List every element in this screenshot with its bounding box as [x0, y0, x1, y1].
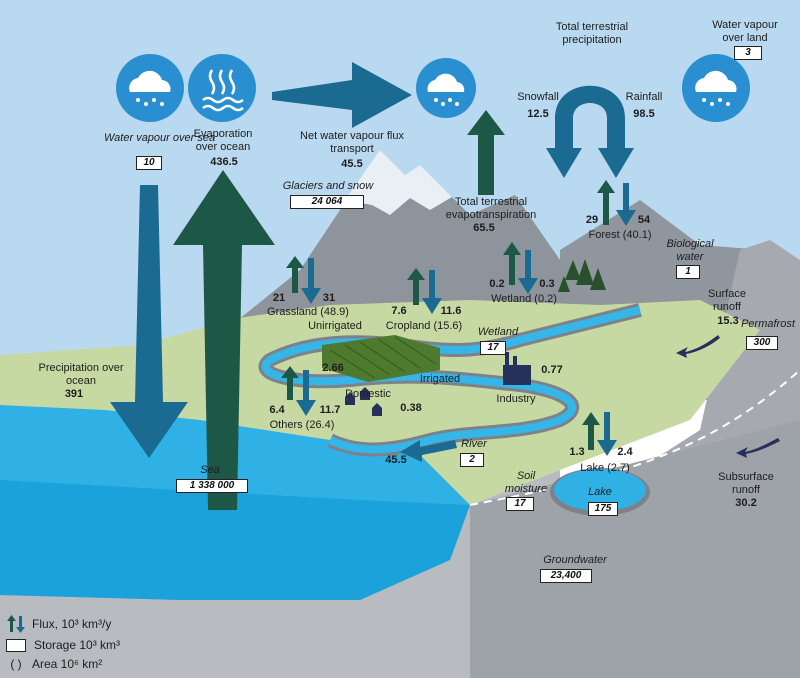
- legend-storage: Storage 10³ km³: [6, 638, 120, 652]
- wetland-box: 17: [480, 341, 506, 355]
- precipitation-ocean-label: Precipitation over ocean: [38, 362, 124, 387]
- legend-storage-label: Storage 10³ km³: [34, 638, 121, 652]
- unirrigated-label: Unirrigated: [308, 320, 362, 332]
- groundwater-zone: [470, 420, 800, 678]
- soil-moisture-label: Soil moisture: [504, 470, 548, 495]
- rainfall-value: 98.5: [633, 108, 655, 120]
- wetland-label: Wetland: [477, 326, 519, 338]
- surface-runoff-value: 15.3: [717, 315, 739, 327]
- rain-cloud-icon: [682, 54, 750, 122]
- permafrost-boundary: [469, 369, 800, 506]
- legend-area-label: Area 10⁶ km²: [32, 657, 103, 671]
- permafrost-label: Permafrost: [741, 318, 795, 330]
- lake: [554, 469, 646, 511]
- biological-water-box: 1: [676, 265, 700, 279]
- snowfall-value: 12.5: [527, 108, 549, 120]
- rain-cloud-icon: [416, 58, 476, 118]
- lake-up-value: 1.3: [569, 446, 585, 458]
- cropland-up-value: 7.6: [391, 305, 407, 317]
- storage-box-icon: [6, 638, 26, 652]
- domestic-label: Domestic: [345, 388, 391, 400]
- net-transport-label: Net water vapour flux transport: [300, 130, 404, 155]
- surface-runoff-label: Surface runoff: [708, 288, 746, 313]
- flux-arrows-icon: [7, 615, 25, 633]
- legend-area: ( ) Area 10⁶ km²: [6, 657, 102, 671]
- domestic-flux-value: 0.38: [400, 402, 422, 414]
- grassland-label: Grassland (48.9): [267, 306, 349, 318]
- soil-moisture-box: 17: [506, 497, 534, 511]
- others-up-value: 6.4: [269, 404, 285, 416]
- rainfall-label: Rainfall: [625, 91, 663, 103]
- irrigated-label: Irrigated: [419, 373, 461, 385]
- water-vapour-land-box: 3: [734, 46, 762, 60]
- grassland-up-value: 21: [272, 292, 286, 304]
- river-flux-value: 45.5: [385, 454, 407, 466]
- wetland-area-label: Wetland (0.2): [491, 293, 557, 305]
- snowfall-label: Snowfall: [517, 91, 559, 103]
- terrestrial-precipitation-label: Total terrestrial precipitation: [555, 21, 629, 46]
- river-label: River: [461, 438, 487, 450]
- precipitation-ocean-value: 391: [64, 388, 84, 400]
- rain-cloud-icon: [116, 54, 184, 122]
- subsurface-runoff-value: 30.2: [735, 497, 757, 509]
- wetland-down-value: 0.3: [539, 278, 555, 290]
- glaciers-box: 24 064: [290, 195, 364, 209]
- snow-cap: [345, 150, 452, 215]
- subsurface-runoff-label: Subsurface runoff: [718, 471, 774, 496]
- net-transport-value: 45.5: [341, 158, 363, 170]
- sea-box: 1 338 000: [176, 479, 248, 493]
- sea-label: Sea: [200, 464, 220, 476]
- evapotranspiration-value: 65.5: [473, 222, 495, 234]
- industry-flux-value: 0.77: [541, 364, 563, 376]
- glaciers-label: Glaciers and snow: [282, 180, 374, 192]
- grassland-down-value: 31: [322, 292, 336, 304]
- groundwater-label: Groundwater: [543, 554, 607, 566]
- water-vapour-land-label: Water vapour over land: [712, 19, 778, 44]
- lake-area-label: Lake (2.7): [580, 462, 630, 474]
- others-down-value: 11.7: [319, 404, 341, 416]
- irrigation-flux-value: 2.66: [322, 362, 344, 374]
- water-vapour-sea-box: 10: [136, 156, 162, 170]
- lake-down-value: 2.4: [617, 446, 633, 458]
- cropland-label: Cropland (15.6): [385, 320, 463, 332]
- forest-label: Forest (40.1): [588, 229, 652, 241]
- evaporation-ocean-value: 436.5: [210, 156, 238, 168]
- houses: [345, 387, 382, 416]
- evaporation-icon: [188, 54, 256, 122]
- forest-trees: [558, 259, 606, 292]
- cropland-down-value: 11.6: [440, 305, 462, 317]
- biological-water-label: Biological water: [666, 238, 714, 263]
- groundwater-box: 23,400: [540, 569, 592, 583]
- permafrost-box: 300: [746, 336, 778, 350]
- flux-arrows: [110, 62, 780, 510]
- lake-label: Lake: [588, 486, 612, 498]
- evaporation-ocean-label: Evaporation over ocean: [193, 128, 253, 153]
- forest-up-value: 29: [585, 214, 599, 226]
- lake-box: 175: [588, 502, 618, 516]
- factory: [503, 352, 531, 385]
- river-box: 2: [460, 453, 484, 467]
- forest-down-value: 54: [637, 214, 651, 226]
- evapotranspiration-label: Total terrestrial evapotranspiration: [445, 196, 537, 221]
- area-symbol: ( ): [10, 657, 22, 671]
- wetland-up-value: 0.2: [489, 278, 505, 290]
- others-label: Others (26.4): [269, 419, 335, 431]
- legend-flux-label: Flux, 10³ km³/y: [32, 617, 112, 631]
- water-vapour-sea-label: Water vapour over sea: [104, 132, 216, 144]
- river: [261, 306, 641, 454]
- industry-label: Industry: [496, 393, 536, 405]
- legend-flux: Flux, 10³ km³/y: [6, 614, 111, 634]
